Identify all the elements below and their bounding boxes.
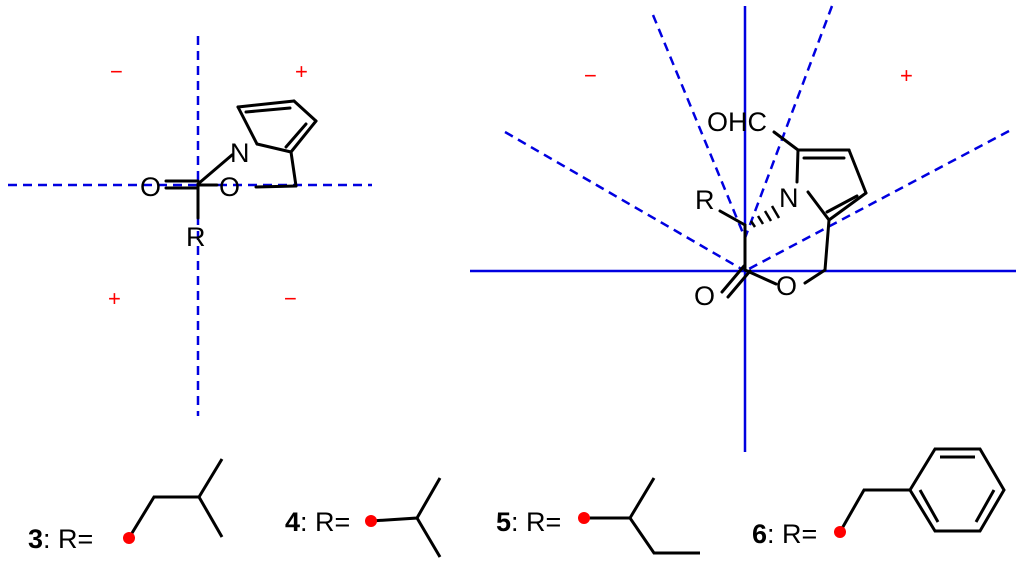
left-atom-o-carbonyl: O xyxy=(140,172,161,202)
right-dashed-sector-lines xyxy=(504,5,1010,273)
left-atom-r: R xyxy=(186,222,206,252)
substituent-5-number: 5 xyxy=(496,507,511,537)
left-atom-o-ring: O xyxy=(219,172,240,202)
left-axes xyxy=(8,36,372,416)
sector-line-d xyxy=(744,129,1010,273)
left-sign-bottom-right: − xyxy=(284,286,297,311)
right-sector-figure: OHC N R O O − + xyxy=(470,5,1016,452)
benzene-inner-bonds xyxy=(918,455,996,523)
substituent-6-caption: 6: R= xyxy=(752,519,817,549)
right-atom-n: N xyxy=(779,183,799,213)
right-atom-o-carbonyl: O xyxy=(694,281,715,311)
left-sign-bottom-left: + xyxy=(108,286,121,311)
substituent-6-number: 6 xyxy=(752,519,767,549)
substituent-5-label: : R= xyxy=(511,507,561,537)
left-quadrant-figure: N O O R − + + − xyxy=(8,36,372,416)
substituent-key: 3: R= 4: R= 5: R= 6: R= xyxy=(28,447,1006,558)
substituent-4-number: 4 xyxy=(285,507,300,537)
substituent-6-attachment-dot xyxy=(834,526,846,538)
substituent-3-branch xyxy=(197,496,224,538)
substituent-3-attachment-dot xyxy=(123,532,135,544)
right-molecule-bonds xyxy=(718,130,868,299)
right-solid-axes xyxy=(470,6,1016,452)
substituent-4-skeleton xyxy=(370,477,442,523)
sector-line-b xyxy=(743,5,834,239)
hashed-wedge-bond xyxy=(749,205,781,228)
sector-line-a xyxy=(651,14,747,239)
substituent-6-label: : R= xyxy=(767,519,817,549)
substituent-4-branch xyxy=(415,517,442,558)
substituent-5-caption: 5: R= xyxy=(496,507,561,537)
right-atom-cho: OHC xyxy=(707,107,767,137)
substituent-6: 6: R= xyxy=(752,447,1006,549)
substituent-5-skeleton xyxy=(584,477,656,520)
left-sign-top-right: + xyxy=(295,59,308,84)
substituent-5-branch xyxy=(628,517,700,555)
substituent-3-skeleton xyxy=(127,458,224,539)
benzene-ring xyxy=(908,447,1006,533)
left-atom-n: N xyxy=(230,138,250,168)
substituent-4: 4: R= xyxy=(285,477,442,558)
right-sign-right: + xyxy=(900,63,913,88)
substituent-3-number: 3 xyxy=(28,524,43,554)
right-sign-left: − xyxy=(584,63,597,88)
left-sign-top-left: − xyxy=(110,59,123,84)
sector-line-c xyxy=(504,130,746,273)
substituent-5: 5: R= xyxy=(496,477,700,555)
substituent-4-caption: 4: R= xyxy=(285,507,350,537)
substituent-3-caption: 3: R= xyxy=(28,524,93,554)
substituent-4-label: : R= xyxy=(300,507,350,537)
substituent-4-attachment-dot xyxy=(365,515,377,527)
substituent-3: 3: R= xyxy=(28,458,224,554)
right-atom-o-ring: O xyxy=(776,271,797,301)
left-molecule-bonds xyxy=(164,99,318,220)
substituent-5-attachment-dot xyxy=(578,512,590,524)
substituent-3-label: : R= xyxy=(43,524,93,554)
substituent-6-skeleton xyxy=(838,488,910,533)
right-atom-r: R xyxy=(695,185,715,215)
